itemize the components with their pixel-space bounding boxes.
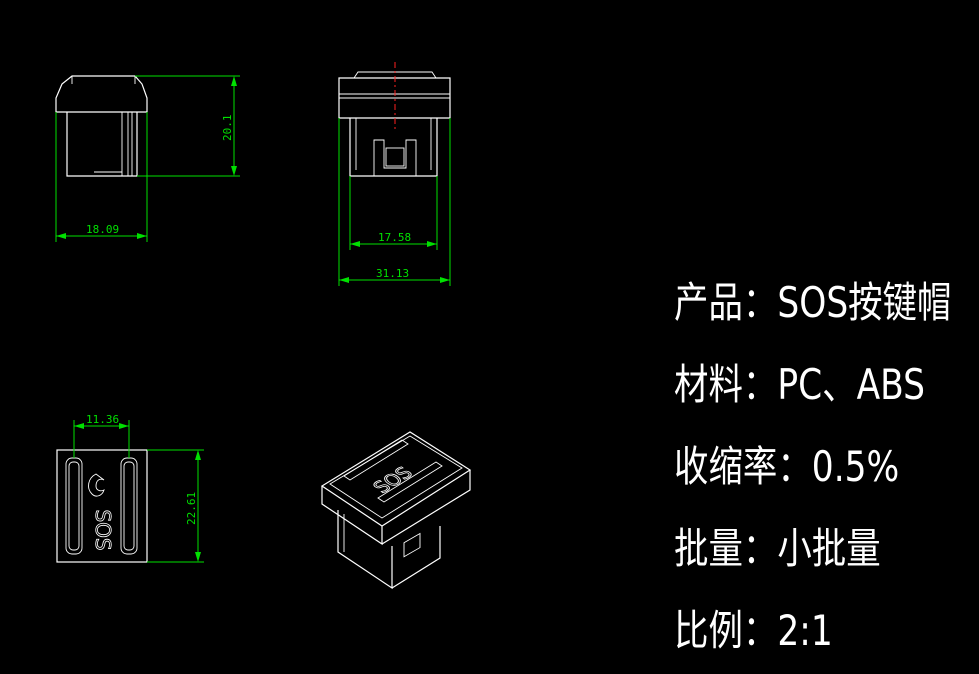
side-view [338, 62, 451, 286]
dim-front-width: 18.09 [86, 223, 119, 236]
note-shrinkage: 收缩率：0.5% [674, 446, 899, 488]
dim-top-slot-width: 11.36 [86, 413, 119, 426]
note-product-label: 产品 [674, 278, 743, 327]
note-batch: 批量：小批量 [674, 528, 881, 570]
note-material-value: PC、ABS [777, 360, 926, 409]
note-separator: ： [777, 442, 812, 491]
note-separator: ： [742, 278, 778, 327]
note-shrinkage-label: 收缩率 [674, 442, 778, 491]
note-scale-value: 2:1 [777, 606, 833, 655]
note-batch-label: 批量 [674, 524, 743, 573]
note-separator: ： [742, 360, 778, 409]
dim-top-length: 22.61 [185, 492, 198, 525]
note-product: 产品：SOS按键帽 [674, 282, 952, 324]
note-shrinkage-value: 0.5% [811, 442, 900, 491]
note-separator: ： [742, 524, 778, 573]
dim-front-height: 20.1 [221, 115, 234, 142]
note-material: 材料：PC、ABS [674, 364, 925, 406]
dim-side-total-width: 31.13 [376, 267, 409, 280]
front-view [55, 75, 240, 242]
isometric-engraving: SOS [369, 464, 417, 497]
note-material-label: 材料 [674, 360, 743, 409]
note-scale-label: 比例 [674, 606, 743, 655]
dim-side-inner-width: 17.58 [378, 231, 411, 244]
top-view [56, 420, 204, 563]
note-separator: ： [742, 606, 778, 655]
note-batch-value: 小批量 [777, 524, 881, 573]
top-view-engraving: SOS [91, 509, 115, 550]
note-scale: 比例：2:1 [674, 610, 833, 652]
note-product-value: SOS按键帽 [777, 278, 952, 327]
isometric-view [320, 431, 472, 590]
